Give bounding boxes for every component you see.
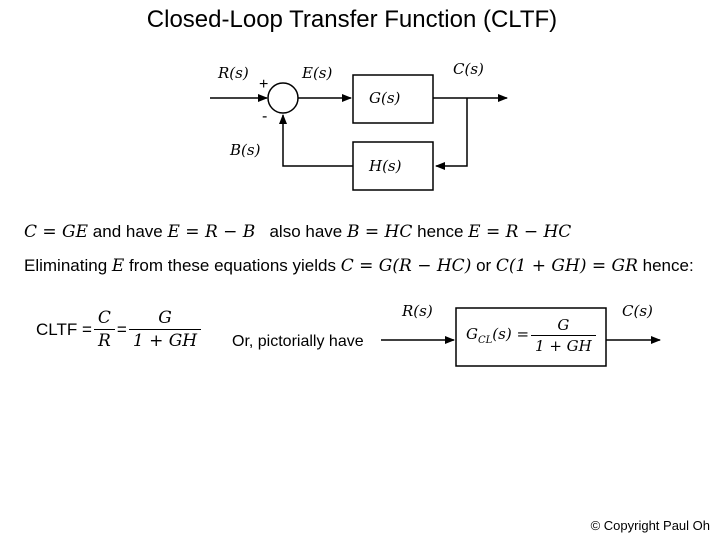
equals-sign: = [116,319,127,339]
eq-e-r-hc: E = R − HC [468,222,572,242]
feedback-block-label: H(s) [369,157,402,175]
equation-line-1: C = GE and have E = R − B also have B = … [24,222,571,242]
eq-c-g-r-hc: C = G(R − HC) [340,256,472,276]
feedback-label: B(s) [230,141,261,159]
gcl-symbol: GCL(s) = [466,325,530,346]
feedback-takeoff-line [435,98,468,170]
cl-input-label: R(s) [402,302,433,320]
frac-numerator: G [158,308,172,328]
text-hence: hence [417,222,464,241]
equation-line-2: Eliminating E from these equations yield… [24,256,694,276]
text-hence-colon: hence: [642,256,694,275]
fraction-c-over-r: C R [93,308,115,351]
text-also-have: also have [269,222,343,241]
summing-junction [267,82,299,114]
eq-b-hc: B = HC [346,222,413,242]
fraction-g-over-1gh: G 1 + GH [531,316,596,355]
text-from-these: from these equations yields [129,256,336,275]
text-eliminating: Eliminating [24,256,108,275]
page-title: Closed-Loop Transfer Function (CLTF) [146,6,558,33]
error-label: E(s) [302,64,333,82]
fraction-g-over-1gh: G 1 + GH [128,308,202,351]
pictorial-text: Or, pictorially have [232,333,364,350]
frac-denominator: 1 + GH [531,335,596,355]
output-label: C(s) [453,60,484,78]
input-label: R(s) [218,64,249,82]
closed-loop-block-formula: GCL(s) = G 1 + GH [466,316,598,355]
frac-denominator: 1 + GH [128,329,202,351]
frac-numerator: G [557,316,570,334]
feedback-signal-line [279,114,353,167]
cl-output-label: C(s) [622,302,653,320]
eq-e-r-b: E = R − B [167,222,256,242]
var-e: E [111,256,125,276]
text-and-have: and have [92,222,163,241]
frac-numerator: C [97,308,111,328]
eq-c-1gh-gr: C(1 + GH) = GR [495,256,638,276]
plus-sign: + [259,76,269,93]
forward-block-label: G(s) [369,89,401,107]
forward-block-g [352,74,434,124]
text-or: or [476,256,492,275]
frac-denominator: R [93,329,115,351]
cltf-formula: CLTF = C R = G 1 + GH [36,308,203,351]
cltf-label: CLTF = [36,319,92,339]
closed-loop-block [455,307,607,367]
eq-c-ge: C = GE [24,222,89,242]
copyright-text: © Copyright Paul Oh [590,518,710,533]
minus-sign: - [262,108,268,125]
